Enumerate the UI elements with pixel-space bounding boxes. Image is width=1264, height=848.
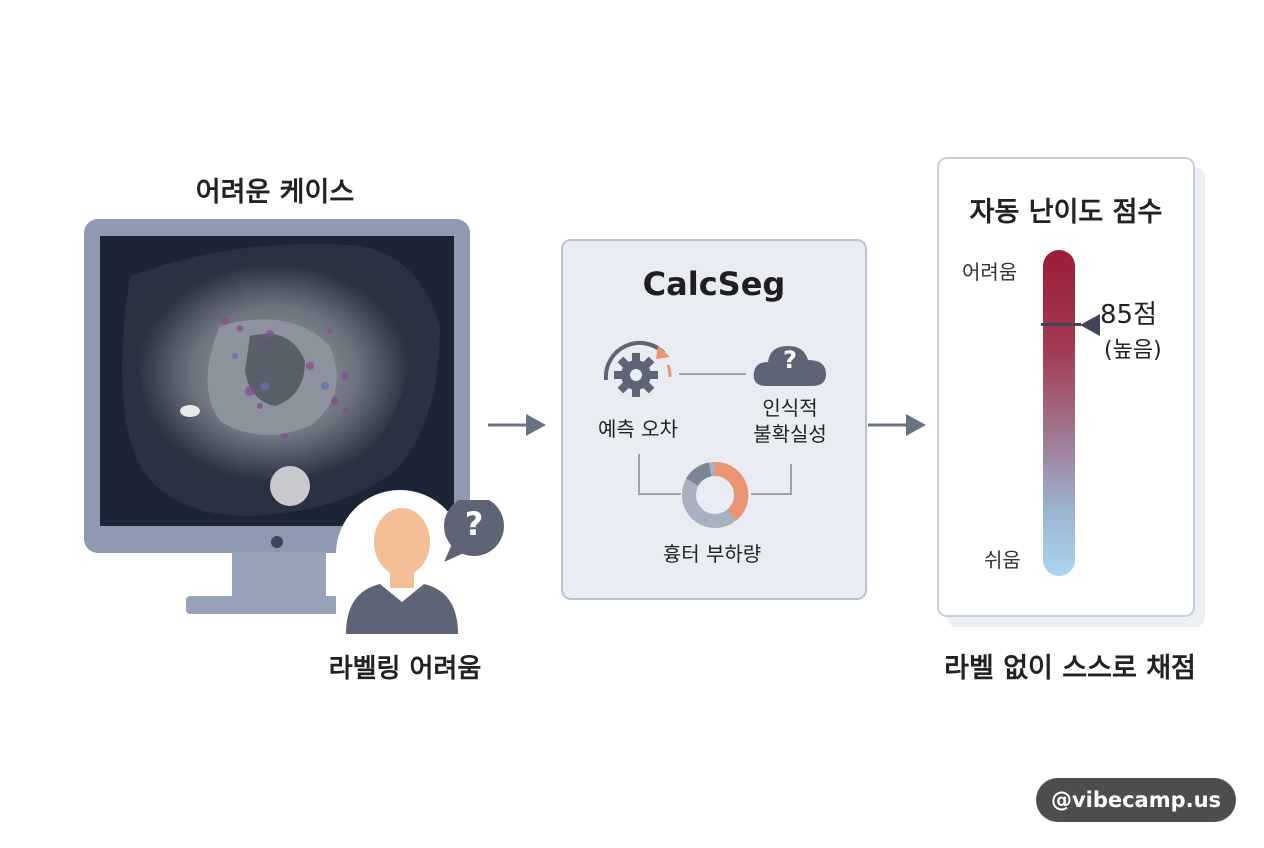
monitor-stand-neck xyxy=(232,552,326,598)
cardiac-mri-illustration xyxy=(100,236,454,526)
donut-chart-icon xyxy=(682,461,749,528)
uncertainty-label-line1: 인식적 xyxy=(762,396,818,420)
cloud-question-mark: ? xyxy=(783,346,797,374)
score-value: 85점 xyxy=(1100,300,1158,330)
hard-label: 어려움 xyxy=(962,260,1018,284)
uncertainty-label: 인식적 불확실성 xyxy=(735,395,845,447)
arrow-right-icon xyxy=(868,414,926,436)
monitor-stand-base xyxy=(186,596,374,614)
monitor-button xyxy=(271,536,283,548)
difficult-case-title: 어려운 케이스 xyxy=(195,177,355,208)
question-bubble-icon xyxy=(444,500,504,562)
gear-cycle-icon xyxy=(603,340,672,397)
annotator-person-icon xyxy=(346,500,504,634)
labeling-difficulty-caption: 라벨링 어려움 xyxy=(328,654,482,684)
prediction-error-label: 예측 오차 xyxy=(598,417,678,441)
self-scoring-caption: 라벨 없이 스스로 채점 xyxy=(944,653,1196,684)
mri-image xyxy=(100,236,454,526)
easy-label: 쉬움 xyxy=(984,548,1021,572)
question-mark: ? xyxy=(464,505,484,543)
calcseg-box xyxy=(561,239,867,600)
uncertainty-label-line2: 불확실성 xyxy=(753,422,827,446)
watermark-badge: @vibecamp.us xyxy=(1036,778,1236,822)
difficulty-score-title: 자동 난이도 점수 xyxy=(969,197,1163,228)
score-pointer-icon xyxy=(1080,314,1100,336)
calcseg-connectors xyxy=(638,373,792,495)
difficulty-gradient-bar xyxy=(1043,250,1075,576)
score-marker-line xyxy=(1041,323,1081,326)
score-level: (높음) xyxy=(1104,338,1162,363)
calcium-burden-label: 흉터 부하량 xyxy=(662,542,762,566)
calcseg-title: CalcSeg xyxy=(642,265,786,303)
cloud-question-icon xyxy=(753,346,826,386)
arrow-right-icon xyxy=(488,414,546,436)
